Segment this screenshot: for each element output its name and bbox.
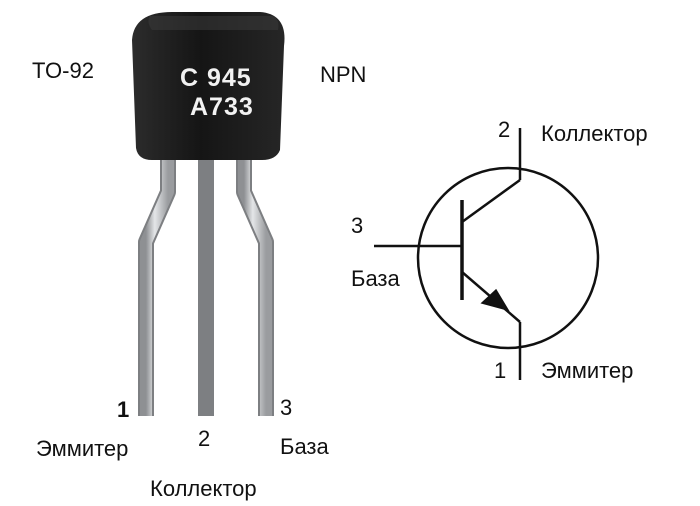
pin-name-base: База (280, 434, 329, 459)
schematic-emitter-number: 1 (494, 358, 507, 383)
transistor-envelope-circle (416, 166, 600, 350)
schematic-base-name: База (351, 266, 400, 291)
emitter-arrow-icon (480, 288, 510, 312)
polarity-label: NPN (320, 62, 367, 87)
case-marking-line1: C 945 (180, 64, 252, 92)
pin-number-collector: 2 (198, 426, 211, 451)
pin-name-emitter: Эммитер (36, 436, 129, 461)
lead-base (236, 150, 274, 416)
schematic-emitter-name: Эммитер (541, 358, 634, 383)
lead-emitter (138, 150, 176, 416)
case-marking-line2: A733 (190, 93, 254, 121)
collector-diagonal (461, 178, 521, 224)
pin-name-collector: Коллектор (150, 476, 257, 501)
pin-number-base: 3 (280, 395, 293, 420)
pin-number-emitter: 1 (117, 397, 130, 422)
npn-schematic-symbol (374, 128, 600, 380)
to92-body (132, 12, 285, 160)
package-type-label: TO-92 (32, 58, 94, 83)
schematic-collector-name: Коллектор (541, 121, 648, 146)
schematic-base-number: 3 (351, 213, 364, 238)
schematic-collector-number: 2 (498, 117, 511, 142)
